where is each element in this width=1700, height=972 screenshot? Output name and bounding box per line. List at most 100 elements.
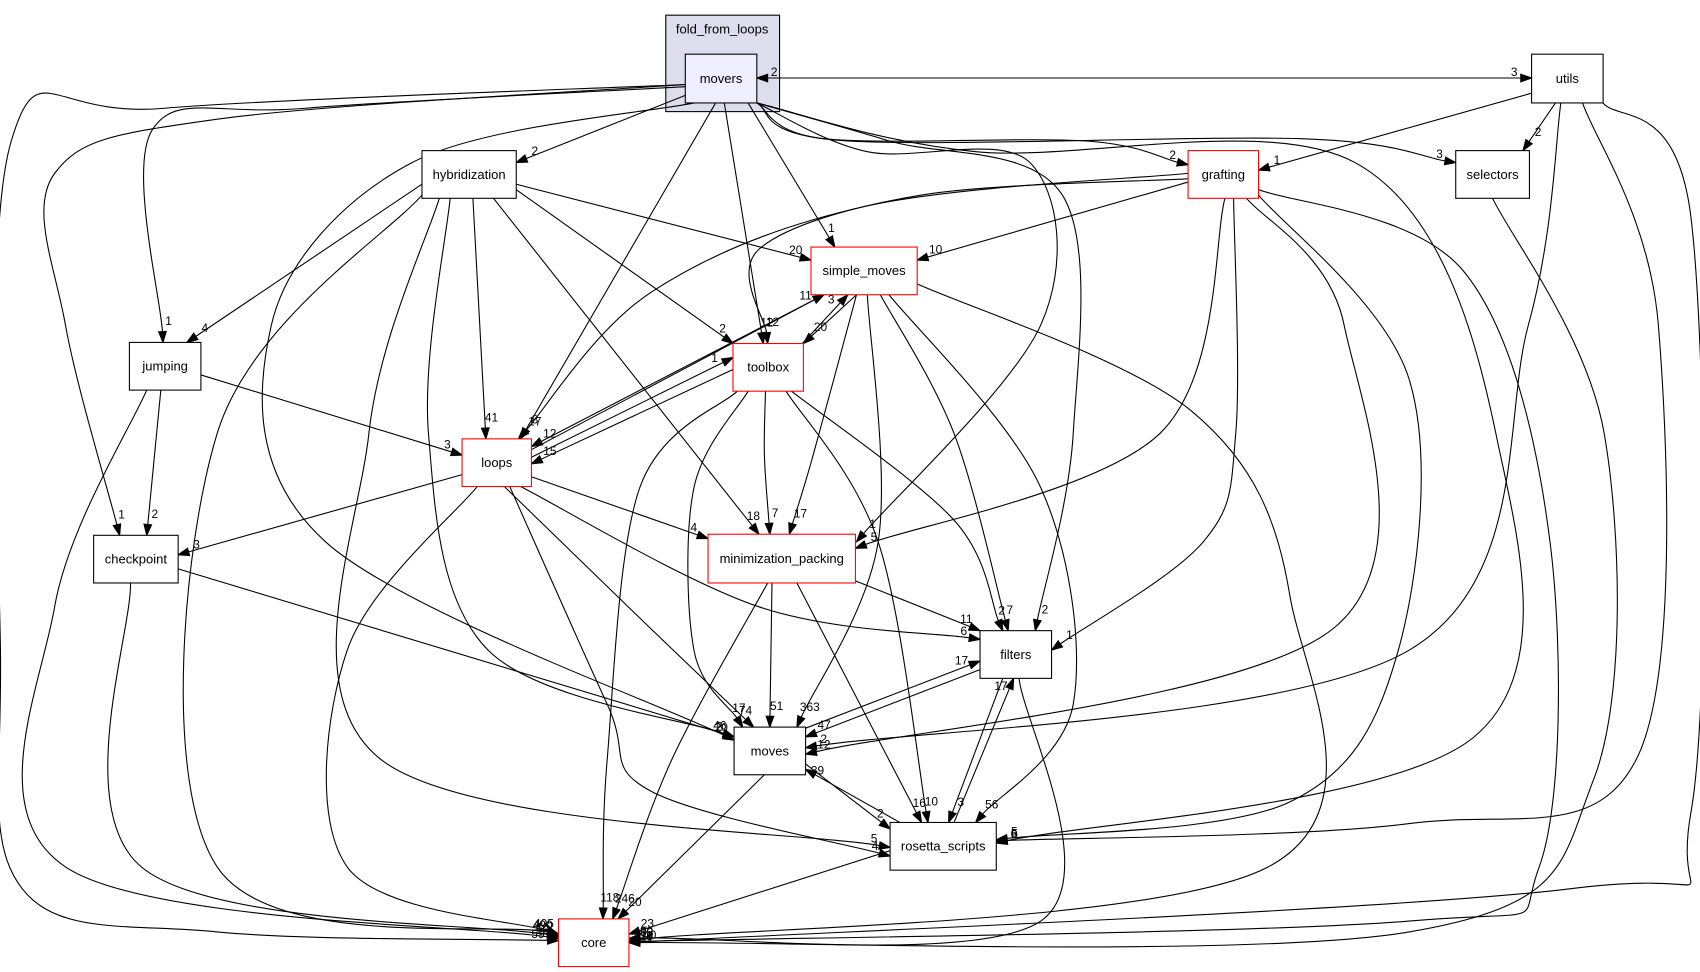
edge-grafting-to-moves[interactable] bbox=[815, 197, 1380, 753]
edge-label[interactable]: 20 bbox=[814, 320, 828, 334]
edge-grafting-to-core[interactable] bbox=[639, 189, 1559, 942]
edge-minimization_packing-to-rosetta_scripts[interactable] bbox=[796, 582, 917, 814]
edge-label[interactable]: 41 bbox=[485, 411, 499, 425]
edge-label[interactable]: 4 bbox=[691, 520, 698, 534]
edge-label[interactable]: 17 bbox=[732, 701, 746, 715]
edge-label[interactable]: 2 bbox=[1042, 603, 1049, 617]
edge-label[interactable]: 12 bbox=[766, 315, 780, 329]
edge-label[interactable]: 10 bbox=[536, 921, 550, 935]
edge-utils-to-moves[interactable] bbox=[816, 102, 1562, 747]
edge-movers-to-toolbox[interactable] bbox=[723, 102, 763, 333]
edge-label[interactable]: 1 bbox=[1066, 628, 1073, 642]
edge-label[interactable]: 5 bbox=[871, 832, 878, 846]
edge-label[interactable]: 4 bbox=[872, 839, 879, 853]
edge-label[interactable]: 2 bbox=[877, 807, 884, 821]
edge-minimization_packing-to-moves[interactable] bbox=[769, 582, 773, 717]
edge-label[interactable]: 2 bbox=[998, 604, 1005, 618]
edge-minimization_packing-to-filters[interactable] bbox=[855, 580, 971, 628]
edge-moves-to-core[interactable] bbox=[625, 774, 765, 912]
node-simple-moves[interactable]: simple_moves bbox=[810, 246, 918, 296]
edge-movers-to-moves[interactable] bbox=[261, 102, 725, 736]
edge-movers-to-filters[interactable] bbox=[756, 102, 1082, 621]
edge-movers-to-core[interactable] bbox=[0, 83, 686, 941]
edge-toolbox-to-core[interactable] bbox=[602, 390, 738, 909]
edge-label[interactable]: 3 bbox=[193, 538, 200, 552]
edge-label[interactable]: 6 bbox=[1011, 827, 1018, 841]
edge-label[interactable]: 11 bbox=[640, 929, 653, 943]
edge-label[interactable]: 597 bbox=[531, 927, 551, 941]
edge-label[interactable]: 17 bbox=[994, 679, 1008, 693]
edge-simple_moves-to-moves[interactable] bbox=[800, 294, 882, 718]
edge-movers-to-minimization_packing[interactable] bbox=[756, 102, 1058, 534]
edge-jumping-to-loops[interactable] bbox=[200, 374, 452, 453]
node-movers[interactable]: movers bbox=[684, 53, 758, 104]
edge-label[interactable]: 3 bbox=[444, 437, 451, 451]
node-filters[interactable]: filters bbox=[979, 630, 1053, 679]
edge-label[interactable]: 47 bbox=[817, 718, 831, 732]
edge-label[interactable]: 11 bbox=[799, 289, 812, 303]
edge-label[interactable]: 2 bbox=[719, 322, 726, 336]
edge-label[interactable]: 30 bbox=[640, 925, 654, 939]
node-toolbox[interactable]: toolbox bbox=[732, 342, 804, 392]
edge-label[interactable]: 2 bbox=[1535, 125, 1542, 139]
edge-filters-to-moves[interactable] bbox=[815, 669, 981, 734]
edge-label[interactable]: 1 bbox=[165, 314, 172, 328]
edge-checkpoint-to-core[interactable] bbox=[107, 582, 548, 935]
edge-toolbox-to-filters[interactable] bbox=[791, 390, 999, 621]
edge-label[interactable]: 16 bbox=[913, 796, 927, 810]
edge-label[interactable]: 1 bbox=[828, 221, 835, 235]
node-rosetta-scripts[interactable]: rosetta_scripts bbox=[889, 821, 997, 871]
edge-simple_moves-to-rosetta_scripts[interactable] bbox=[888, 294, 1078, 815]
edge-hybridization-to-loops[interactable] bbox=[472, 198, 486, 429]
edge-label[interactable]: 23 bbox=[641, 916, 655, 930]
edge-label[interactable]: 39 bbox=[811, 764, 825, 778]
edge-minimization_packing-to-core[interactable] bbox=[615, 582, 769, 909]
edge-movers-to-rosetta_scripts[interactable] bbox=[756, 102, 1524, 842]
edge-hybridization-to-moves[interactable] bbox=[426, 198, 725, 734]
edge-grafting-to-rosetta_scripts[interactable] bbox=[1006, 194, 1422, 839]
edge-selectors-to-core[interactable] bbox=[639, 198, 1618, 948]
edge-loops-to-rosetta_scripts[interactable] bbox=[509, 486, 880, 854]
node-selectors[interactable]: selectors bbox=[1455, 150, 1530, 199]
edge-label[interactable]: 2 bbox=[152, 507, 159, 521]
edge-simple_moves-to-core[interactable] bbox=[639, 283, 1327, 940]
edge-toolbox-to-minimization_packing[interactable] bbox=[763, 391, 770, 524]
edge-utils-to-selectors[interactable] bbox=[1528, 102, 1556, 142]
edge-jumping-to-core[interactable] bbox=[21, 389, 548, 938]
edge-label[interactable]: 2 bbox=[716, 719, 723, 733]
edge-label[interactable]: 5 bbox=[871, 530, 878, 544]
edge-utils-to-core[interactable] bbox=[639, 102, 1700, 943]
edge-label[interactable]: 74 bbox=[739, 703, 753, 717]
node-hybridization[interactable]: hybridization bbox=[421, 150, 517, 199]
edge-simple_moves-to-toolbox[interactable] bbox=[811, 294, 857, 337]
edge-loops-to-checkpoint[interactable] bbox=[188, 474, 463, 553]
node-jumping[interactable]: jumping bbox=[128, 341, 202, 391]
edge-label[interactable]: 20 bbox=[628, 895, 642, 909]
edge-label[interactable]: 20 bbox=[640, 929, 654, 943]
edge-hybridization-to-core[interactable] bbox=[182, 194, 548, 933]
edge-filters-to-core[interactable] bbox=[639, 678, 1066, 946]
edge-utils-to-rosetta_scripts[interactable] bbox=[1007, 102, 1668, 841]
edge-label[interactable]: 17 bbox=[794, 507, 808, 521]
edge-hybridization-to-simple_moves[interactable] bbox=[516, 183, 801, 258]
edge-label[interactable]: 56 bbox=[536, 923, 550, 937]
edge-grafting-to-loops[interactable] bbox=[525, 172, 1189, 432]
edge-loops-to-moves[interactable] bbox=[503, 486, 747, 720]
edge-label[interactable]: 15 bbox=[543, 444, 557, 458]
edge-label[interactable]: 2 bbox=[1169, 148, 1176, 162]
edge-movers-to-jumping[interactable] bbox=[143, 86, 686, 332]
edge-label[interactable]: 3 bbox=[1436, 147, 1443, 161]
edge-rosetta_scripts-to-filters[interactable] bbox=[953, 688, 1010, 823]
edge-movers-to-loops[interactable] bbox=[525, 102, 717, 430]
edge-rosetta_scripts-to-moves[interactable] bbox=[814, 774, 901, 823]
edge-movers-to-selectors[interactable] bbox=[756, 102, 1446, 162]
edge-loops-to-core[interactable] bbox=[325, 486, 549, 932]
node-grafting[interactable]: grafting bbox=[1187, 150, 1260, 199]
edge-hybridization-to-rosetta_scripts[interactable] bbox=[335, 198, 880, 847]
edge-label[interactable]: 363 bbox=[800, 700, 820, 714]
node-moves[interactable]: moves bbox=[733, 726, 807, 776]
edge-label[interactable]: 20 bbox=[789, 243, 803, 257]
edge-label[interactable]: 12 bbox=[760, 315, 774, 329]
edge-movers-to-checkpoint[interactable] bbox=[43, 83, 686, 525]
edge-label[interactable]: 12 bbox=[543, 426, 557, 440]
